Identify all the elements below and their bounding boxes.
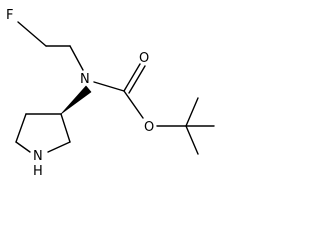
bond-carbonyl-ester-o [123,90,144,119]
atom-carbonyl-oxygen: O [139,51,149,66]
bond-carbonyl-double-a [123,63,141,92]
ring-bond-c5-n [15,141,31,153]
bond-c2-n [69,45,84,71]
bond-stereo-wedge [60,85,92,115]
ring-bond-c4-c5 [15,113,27,143]
bond-carbonyl-double-b [128,65,146,94]
atom-ring-nitrogen: N [33,149,43,164]
atom-ring-hydrogen: H [33,164,43,179]
molecule-svg: F N O O N H [6,8,215,179]
structure-drawing: F N O O N H [6,8,215,179]
bond-n-carbonyl [93,81,125,92]
bond-f-c1 [17,21,47,47]
atom-ester-oxygen: O [144,120,154,135]
atom-amine-nitrogen: N [80,72,90,87]
bond-tbu-methyl-down [185,125,199,155]
ring-bond-c2-c3 [60,113,71,143]
atom-fluorine: F [6,8,13,23]
ring-bond-n-c2 [47,141,71,153]
bond-tbu-methyl-up [185,97,199,127]
